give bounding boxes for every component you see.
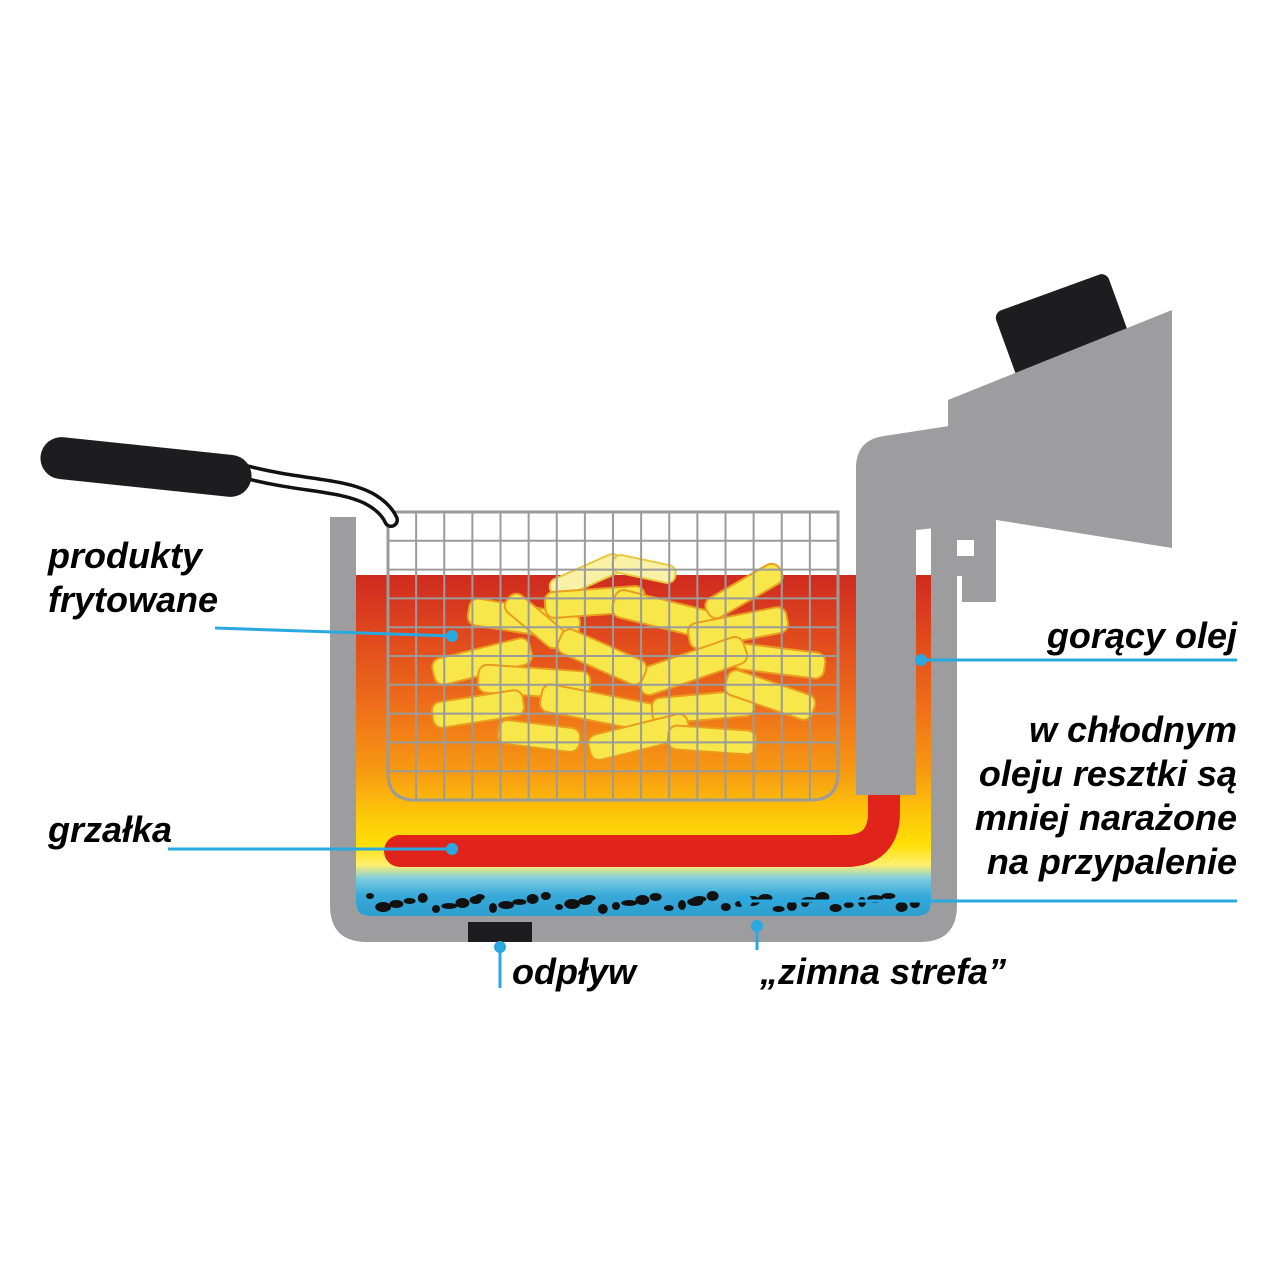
basket-mesh — [386, 510, 840, 802]
cold-oil-note-label: w chłodnym oleju resztki są mniej narażo… — [974, 709, 1237, 882]
basket-handle — [40, 437, 399, 528]
control-body — [948, 310, 1172, 548]
leader-lines — [168, 626, 1237, 988]
fries — [430, 552, 827, 762]
cold-zone-label: „zimna strefa” — [760, 951, 1007, 992]
food-particles — [366, 891, 920, 914]
control-unit — [948, 274, 1172, 602]
drain-outlet — [468, 922, 532, 942]
heater-label: grzałka — [48, 809, 173, 850]
hot-oil-label: gorący olej — [1046, 615, 1237, 656]
drain-label: odpływ — [512, 951, 636, 992]
heating-element — [384, 752, 900, 867]
fried-products-label: produkty frytowane — [48, 535, 219, 620]
mounting-bracket — [948, 470, 996, 602]
handle-grip — [40, 437, 252, 497]
fried-products-leader — [214, 626, 453, 638]
